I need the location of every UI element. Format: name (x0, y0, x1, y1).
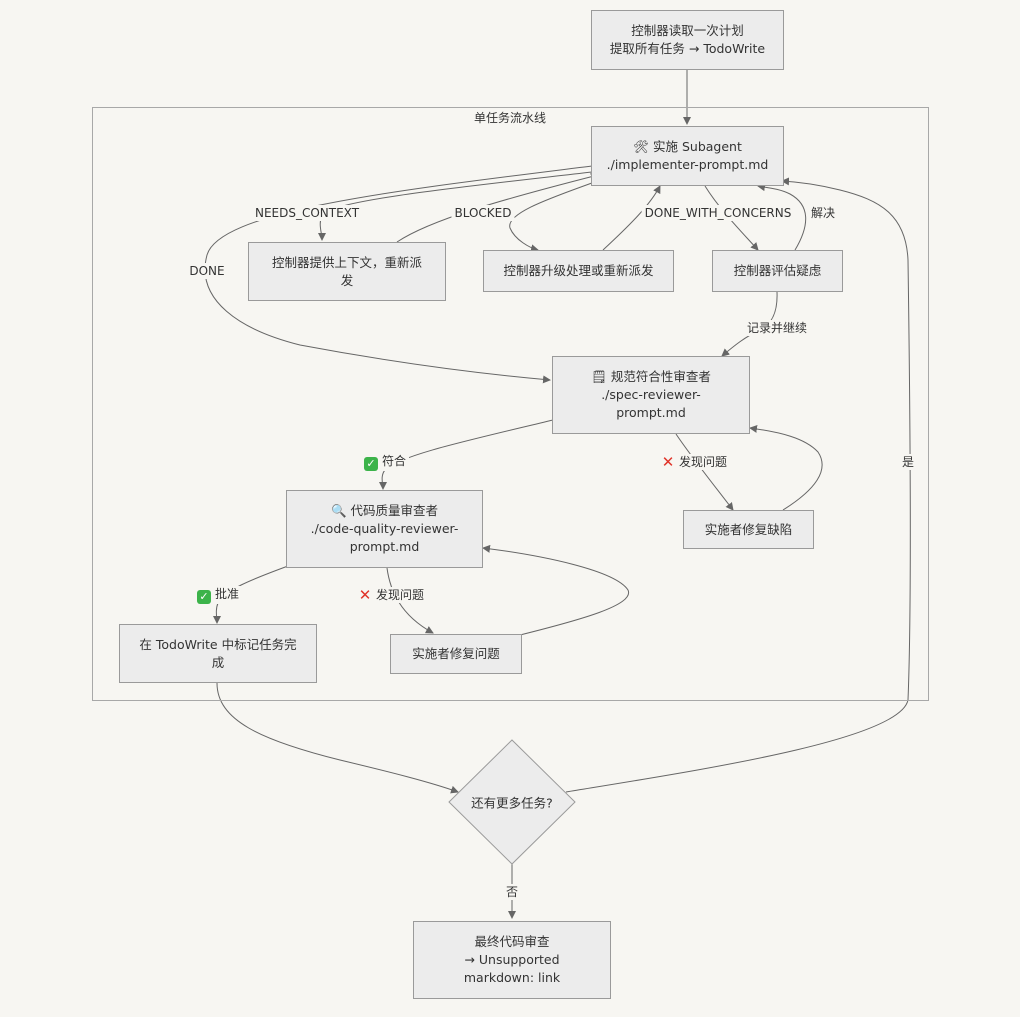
node-line: ./implementer-prompt.md (606, 157, 769, 172)
edge-blocked (509, 179, 601, 253)
edge-label-done: DONE (186, 263, 228, 279)
node-line: 代码质量审查者 (350, 503, 439, 518)
edge-label-text: 符合 (381, 454, 407, 468)
more-tasks-decision[interactable] (447, 738, 577, 868)
node-line: → Unsupported (464, 952, 560, 967)
edge-label-quality-approve: ✓批准 (193, 586, 243, 604)
node-line: 实施者修复问题 (412, 646, 500, 661)
edge-label-needs-context: NEEDS_CONTEXT (251, 205, 363, 221)
node-line: 实施者修复缺陷 (704, 521, 793, 537)
magnifier-icon: 🔍 (330, 503, 347, 518)
implementer-node[interactable]: 🛠 实施 Subagent ./implementer-prompt.md (591, 126, 784, 186)
node-line: prompt.md (349, 539, 420, 554)
node-line: 成 (211, 654, 225, 670)
edge-label-record-continue: 记录并继续 (743, 320, 811, 336)
edge-defects-back (749, 424, 823, 511)
spec-reviewer-title: 🗒规范符合性审查者 (591, 368, 711, 386)
node-line: 控制器评估疑虑 (733, 263, 822, 278)
node-line: 发 (340, 272, 354, 288)
code-quality-reviewer-node[interactable]: 🔍代码质量审查者 ./code-quality-reviewer- prompt… (286, 490, 483, 568)
hammer-wrench-icon: 🛠 (633, 139, 649, 154)
assess-concerns-node[interactable]: 控制器评估疑虑 (712, 250, 843, 292)
single-task-pipeline-subgraph (92, 107, 929, 701)
node-line: ./code-quality-reviewer- (310, 521, 459, 536)
edge-label-text: 发现问题 (678, 455, 728, 469)
node-line: 最终代码审查 (474, 934, 550, 949)
quality-reviewer-title: 🔍代码质量审查者 (331, 502, 438, 520)
edge-label-done-with-concerns: DONE_WITH_CONCERNS (641, 205, 795, 221)
provide-context-node[interactable]: 控制器提供上下文，重新派 发 (248, 242, 446, 301)
edge-resolve (757, 183, 807, 251)
spec-reviewer-node[interactable]: 🗒规范符合性审查者 ./spec-reviewer- prompt.md (552, 356, 750, 434)
fix-issues-node[interactable]: 实施者修复问题 (390, 634, 522, 674)
edge-done (204, 165, 593, 384)
edge-label-blocked: BLOCKED (451, 205, 515, 221)
cross-icon: ✕ (661, 453, 675, 471)
node-line: 控制器读取一次计划 (631, 23, 744, 38)
subgraph-title: 单任务流水线 (473, 111, 547, 125)
node-line: 控制器升级处理或重新派发 (503, 263, 654, 278)
node-line: ./spec-reviewer- (601, 387, 701, 402)
decision-label: 还有更多任务? (471, 795, 553, 811)
clipboard-icon: 🗒 (591, 369, 607, 384)
node-line: 控制器提供上下文，重新派 (271, 254, 422, 270)
edge-label-resolve: 解决 (807, 205, 839, 221)
edge-label-no: 否 (502, 884, 522, 900)
node-line: prompt.md (616, 405, 686, 420)
edge-complete-to-decision (216, 682, 459, 794)
controller-read-plan-node[interactable]: 控制器读取一次计划 提取所有任务 → TodoWrite (591, 10, 784, 70)
edge-escalate-back (602, 185, 661, 251)
implementer-title: 🛠 实施 Subagent (633, 138, 742, 156)
edge-yes (565, 177, 911, 793)
fix-defects-node[interactable]: 实施者修复缺陷 (683, 510, 814, 549)
cross-icon: ✕ (358, 586, 372, 604)
edge-label-spec-issue: ✕发现问题 (657, 453, 731, 471)
edge-label-quality-issue: ✕发现问题 (354, 586, 428, 604)
final-review-node[interactable]: 最终代码审查 → Unsupported markdown: link (413, 921, 611, 999)
node-line: 提取所有任务 → TodoWrite (609, 41, 766, 56)
edge-issues-back (482, 544, 629, 636)
edge-label-text: 发现问题 (375, 588, 425, 602)
check-icon: ✓ (196, 590, 211, 604)
check-icon: ✓ (363, 457, 378, 471)
escalate-node[interactable]: 控制器升级处理或重新派发 (483, 250, 674, 292)
edge-label-text: 批准 (214, 587, 240, 601)
edge-label-yes: 是 (898, 454, 918, 470)
edge-label-spec-pass: ✓符合 (360, 453, 410, 471)
mark-complete-node[interactable]: 在 TodoWrite 中标记任务完 成 (119, 624, 317, 683)
node-line: 规范符合性审查者 (610, 369, 711, 384)
node-line: markdown: link (463, 970, 561, 985)
node-line: 实施 Subagent (653, 139, 742, 154)
node-line: 在 TodoWrite 中标记任务完 (139, 636, 297, 652)
